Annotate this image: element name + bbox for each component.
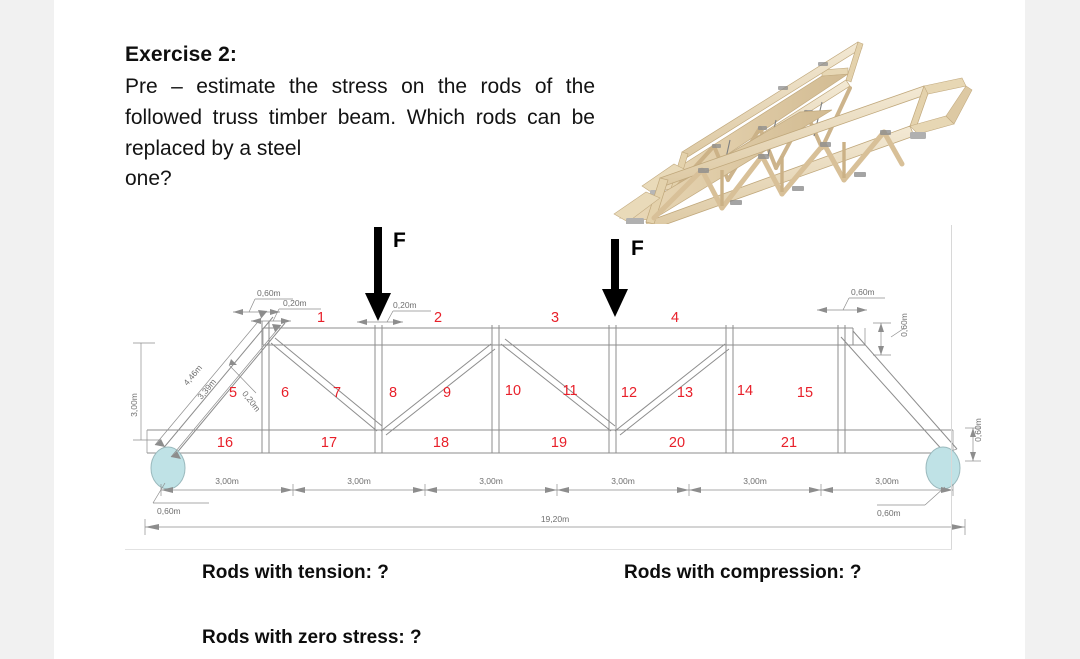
member-2: 2 [434, 310, 442, 326]
dim-overhang-right-label: 0,60m [877, 508, 901, 518]
dim-right-offset-label: 0,60m [851, 287, 875, 297]
member-20: 20 [669, 435, 685, 451]
member-11: 11 [562, 383, 577, 399]
member-9: 9 [443, 385, 451, 401]
question-tension: Rods with tension: ? [202, 562, 389, 583]
dim-load1-offset-label: 0,20m [393, 300, 417, 310]
dim-diagonal-outer-label: 4,46m [181, 363, 204, 388]
member-13: 13 [677, 385, 693, 401]
dim-overhang-left-label: 0,60m [157, 506, 181, 516]
member-21: 21 [781, 435, 797, 451]
dim-right-depth [873, 322, 904, 356]
panel-label-3: 3,00m [479, 476, 503, 486]
truss-photo-front [613, 77, 973, 224]
diagram-frame-right-border [951, 225, 952, 550]
dim-right-depth-label: 0,60m [899, 313, 909, 337]
panel-label-1: 3,00m [215, 476, 239, 486]
panel-label-2: 3,00m [347, 476, 371, 486]
dim-panel-chain [160, 484, 954, 496]
exercise-line-2: of the followed truss timber beam. [125, 74, 596, 129]
document-page: Exercise 2: Pre – estimate the stress on… [54, 0, 1025, 659]
truss-diagram-svg: .ln{stroke:#8d8d8d;stroke-width:1;fill:n… [129, 227, 983, 535]
load-label-2: F [631, 237, 644, 260]
timber-truss-photo [610, 28, 988, 224]
member-16: 16 [217, 435, 233, 451]
dim-panel-labels: 3,00m 3,00m 3,00m 3,00m 3,00m 3,00m [215, 476, 899, 486]
dim-apex-offset2-label: 0,20m [283, 298, 307, 308]
member-5: 5 [229, 385, 237, 401]
exercise-body: Pre – estimate the stress on the rods of… [125, 72, 595, 195]
dim-overhang-left [152, 482, 209, 504]
dim-height-left-label: 3,00m [129, 393, 139, 417]
load-label-1: F [393, 229, 406, 252]
support-right [925, 446, 961, 490]
exercise-title: Exercise 2: [125, 43, 238, 66]
dim-right-offset [817, 297, 885, 313]
panel-label-6: 3,00m [875, 476, 899, 486]
load-arrow-1 [365, 227, 391, 321]
dim-diagonal-inner-label: 3,39m [195, 377, 218, 402]
member-18: 18 [433, 435, 449, 451]
panel-label-4: 3,00m [611, 476, 635, 486]
dim-total-span-label: 19,20m [541, 514, 569, 524]
web-diagonals [270, 337, 730, 436]
dim-height-left [133, 342, 161, 441]
dim-rafter-depth-label: 0,20m [240, 389, 262, 414]
bottom-chord [146, 429, 954, 454]
dim-load1-offset [357, 310, 431, 325]
truss-photo-illustration [610, 28, 988, 224]
exercise-line-4: one? [125, 167, 172, 191]
member-15: 15 [797, 385, 813, 401]
dim-apex-offset2 [251, 308, 321, 324]
dim-far-right-depth [965, 427, 981, 462]
member-4: 4 [671, 310, 679, 326]
member-7: 7 [333, 385, 341, 401]
member-14: 14 [737, 383, 753, 399]
question-compression: Rods with compression: ? [624, 562, 862, 583]
exercise-line-3: Which rods can be replaced by a steel [125, 105, 595, 160]
dim-overhang-right [877, 486, 946, 506]
vertical-members [261, 321, 846, 453]
diagram-frame-bottom-border [125, 549, 952, 550]
exercise-line-1: Pre – estimate the stress on the rods [125, 74, 522, 98]
dim-far-right-depth-label: 0,60m [973, 418, 983, 442]
question-zero-stress: Rods with zero stress: ? [202, 627, 422, 648]
member-1: 1 [317, 310, 325, 326]
dim-apex-offset [233, 298, 293, 315]
member-8: 8 [389, 385, 397, 401]
dim-total-span [144, 519, 966, 535]
member-3: 3 [551, 310, 559, 326]
top-chord [262, 327, 866, 346]
load-arrow-2 [602, 239, 628, 317]
member-10: 10 [505, 383, 521, 399]
panel-label-5: 3,00m [743, 476, 767, 486]
member-19: 19 [551, 435, 567, 451]
dim-apex-offset-label: 0,60m [257, 288, 281, 298]
member-6: 6 [281, 385, 289, 401]
member-12: 12 [621, 385, 637, 401]
dim-rafter-depth [228, 359, 257, 394]
support-left [150, 446, 186, 490]
right-rafter [840, 330, 958, 454]
truss-diagram: .ln{stroke:#8d8d8d;stroke-width:1;fill:n… [125, 225, 985, 550]
member-17: 17 [321, 435, 337, 451]
exercise-header: Exercise 2: Pre – estimate the stress on… [125, 40, 595, 195]
